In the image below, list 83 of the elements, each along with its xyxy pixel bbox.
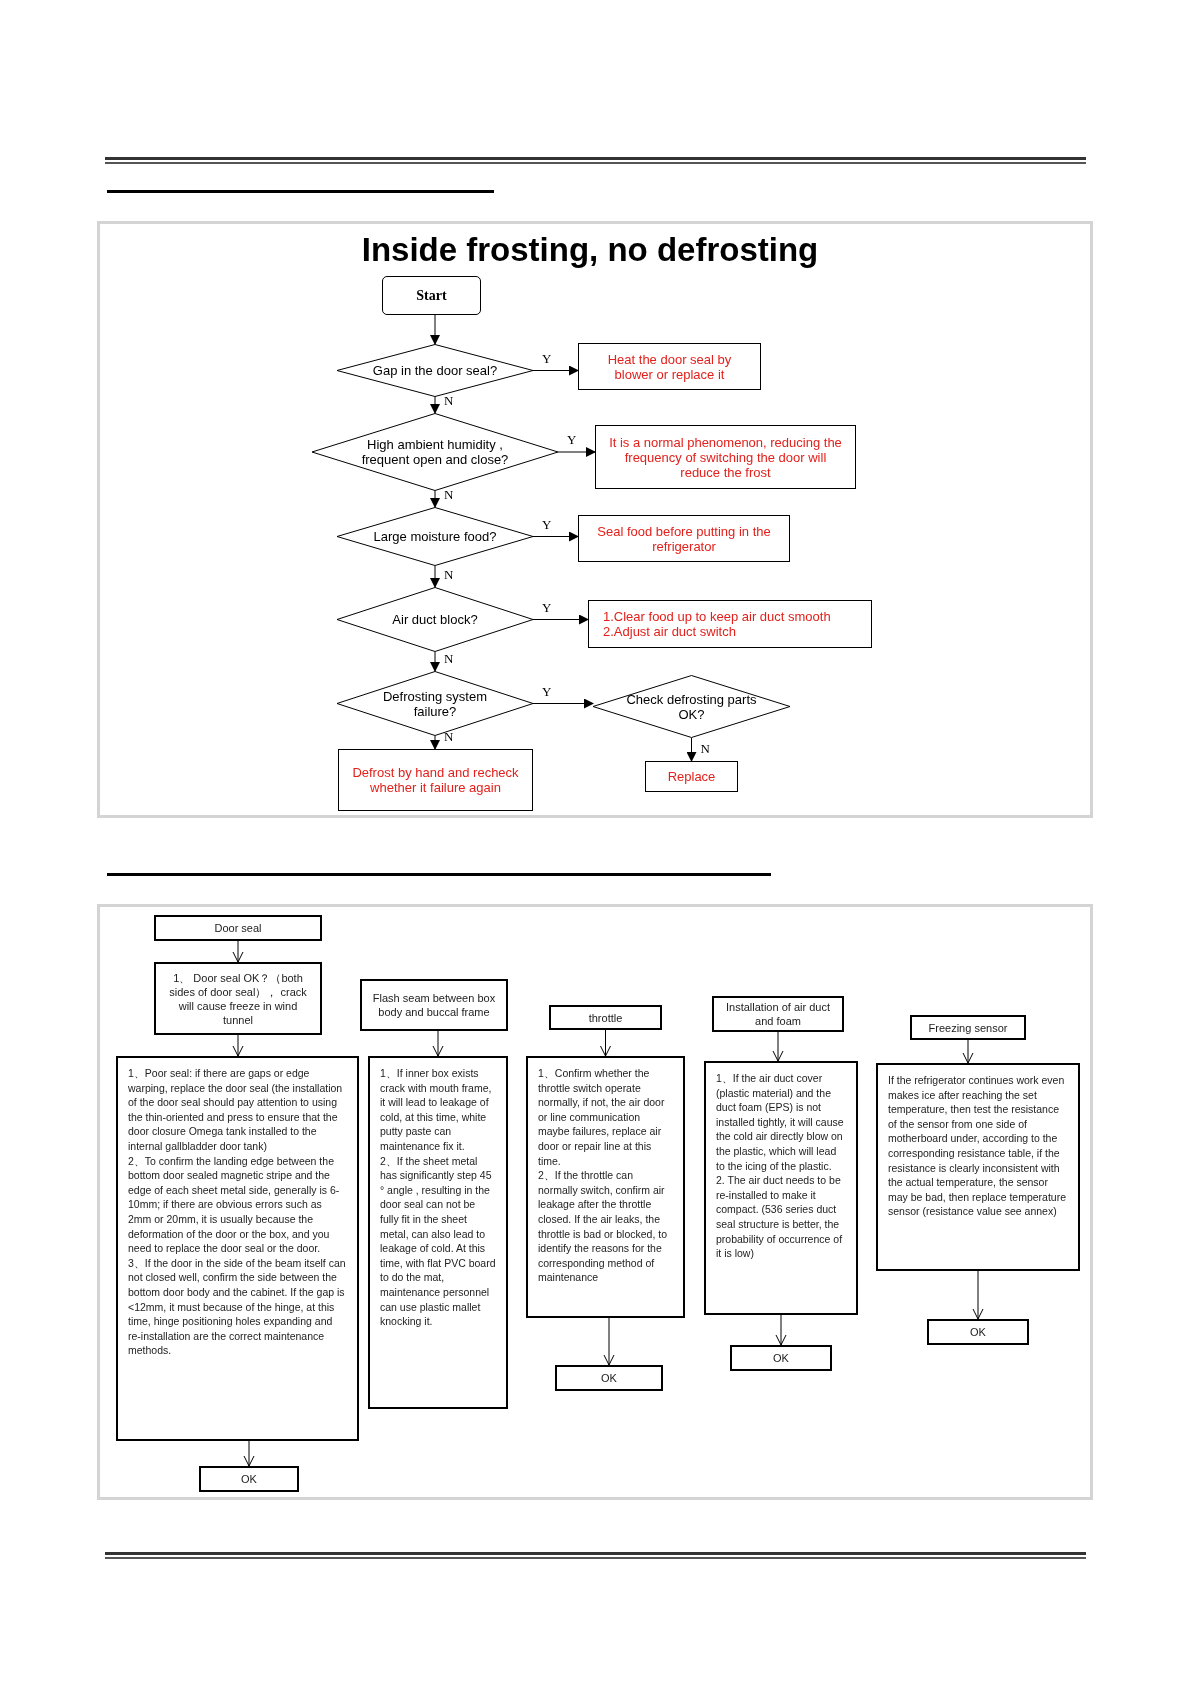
box-text: 1.Clear food up to keep air duct smooth (603, 609, 831, 624)
arrow (243, 1440, 255, 1467)
box-text: OK (970, 1325, 986, 1339)
action-box (645, 761, 738, 792)
box-text: Defrost by hand and recheck whether it failure again (351, 765, 520, 795)
arrow (532, 614, 589, 625)
box-text: 1、 Door seal OK？（both sides of door seal）， crack will cause freeze in wind tunnel (168, 970, 308, 1027)
arrow (430, 396, 440, 414)
action-box (595, 425, 856, 489)
instruction-text: 2. The air duct needs to be re-installed to make it compact. (536 series duct seal structure is better, the probability of occurrence of it is low) (716, 1173, 844, 1261)
decision-diamond (337, 587, 533, 652)
decision-text: Air duct block? (391, 612, 479, 627)
decision-text: Defrosting system failure? (381, 688, 488, 719)
box-text: It is a normal phenomenon, reducing the frequency of switching the door will reduce the frost (608, 434, 843, 480)
instruction-box (876, 1063, 1080, 1271)
action-box (578, 515, 790, 562)
decision-diamond (337, 507, 533, 566)
box-text: Freezing sensor (928, 1020, 1008, 1035)
step-box (360, 979, 508, 1031)
box-text: OK (773, 1351, 789, 1365)
arrow (775, 1314, 787, 1346)
arrow (430, 565, 440, 588)
arrow (686, 737, 697, 762)
arrow (430, 735, 440, 750)
decision-diamond (312, 413, 558, 491)
instruction-text: 1、If inner box exists crack with mouth frame, it will lead to leakage of cold, at this time, white putty paste can maintenance fix it. (380, 1066, 493, 1154)
arrow (532, 531, 579, 542)
box-text: Installation of air duct and foam (725, 1000, 831, 1028)
arrow (430, 490, 440, 508)
action-box (338, 749, 533, 811)
instruction-text: 1、Confirm whether the throttle switch operate normally, if not, the air door or line communication maybe failures, replace air door or repair line at this time. (538, 1066, 666, 1169)
instruction-text: 2、If the throttle can normally switch, confirm air leakage after the throttle closed. If the air leaks, the throttle is bad or blocked, to identify the reasons for the corresponding method of maintenance (538, 1168, 668, 1285)
instruction-box (704, 1061, 858, 1315)
arrow (430, 651, 440, 672)
arrow (232, 1034, 244, 1057)
arrow (962, 1039, 974, 1064)
step-box (154, 962, 322, 1035)
arrow (972, 1270, 984, 1320)
instruction-text: 1、If the air duct cover (plastic material) and the duct foam (EPS) is not installed tightly, it will cause the cold air directly blow on the plastic, which will lead to the icing of the plastic. (716, 1071, 845, 1174)
arrow (600, 1029, 611, 1057)
decision-text: High ambient humidity , frequent open and close? (360, 437, 510, 467)
box-text: throttle (588, 1010, 623, 1025)
step-box (199, 1466, 299, 1492)
instruction-text: 2、If the sheet metal has significantly step 45 ° angle , resulting in the door seal can not be fully fit in the sheet metal, can also lead to leakage of cold. At this time, with flat PVC board to do the mat, maintenance personnel can use plastic mallet knocking it. (380, 1153, 496, 1329)
instruction-box (526, 1056, 685, 1318)
instruction-text: 3、If the door in the side of the beam itself can not closed well, confirm the side between the bottom door body and the cabinet. If the gap is <12mm, it must because of the hinge, at this time, hinge positioning holes expanding and re-installation are the correct maintenance methods. (128, 1255, 347, 1358)
decision-text: Large moisture food? (372, 529, 498, 544)
instruction-text: 2、To confirm the landing edge between the bottom door sealed magnetic stripe and the edge of each sheet metal side, generally is 6-10mm; if there are obvious errors such as 2mm or 20mm, it is usually because the deformation of the door or the box, and you need to replace the door seal or the door. (128, 1153, 341, 1256)
arrow (557, 447, 596, 457)
box-text: Seal food before putting in the refrigerator (596, 523, 772, 554)
decision-text: Check defrosting parts OK? (625, 691, 758, 722)
box-text: Door seal (214, 921, 262, 935)
arrow (772, 1031, 784, 1062)
box-text: Heat the door seal by blower or replace it (606, 351, 733, 382)
step-box (910, 1015, 1026, 1040)
arrow (232, 940, 244, 963)
box-text: Flash seam between box body and buccal frame (371, 991, 497, 1019)
step-box (555, 1365, 663, 1391)
start-terminal: Start (382, 276, 481, 315)
step-box (712, 996, 844, 1032)
arrow (432, 1030, 444, 1057)
box-text: Replace (667, 769, 716, 784)
arrow (603, 1317, 615, 1366)
arrow (532, 365, 579, 376)
diagram-title: Inside frosting, no defrosting (360, 230, 820, 270)
instruction-text: If the refrigerator continues work even makes ice after reaching the set temperature, then test the resistance of the sensor from one side of motherboard under, according to the corresponding resistance table, if the resistance is clearly inconsistent with the actual temperature, the sensor may be bad, then replace temperature sensor (resistance value see annex) (888, 1073, 1068, 1219)
arrow (532, 698, 594, 709)
box-text: OK (601, 1371, 617, 1385)
box-text: OK (241, 1472, 257, 1486)
instruction-box (368, 1056, 508, 1409)
decision-diamond (337, 344, 533, 397)
step-box (549, 1005, 662, 1030)
step-box (927, 1319, 1029, 1345)
action-box (578, 343, 761, 390)
box-text: 2.Adjust air duct switch (603, 624, 736, 639)
instruction-box (116, 1056, 359, 1441)
decision-text: Gap in the door seal? (371, 363, 499, 378)
arrow (430, 314, 440, 345)
decision-diamond (593, 675, 790, 738)
step-box (730, 1345, 832, 1371)
step-box (154, 915, 322, 941)
instruction-text: 1、Poor seal: if there are gaps or edge warping, replace the door seal (the installation of the door seal should pay attention to using the thin-oriented and press to ensure that the door closure Omega tank installed to the internal gallbladder door tank) (128, 1066, 344, 1154)
action-box (588, 600, 872, 648)
